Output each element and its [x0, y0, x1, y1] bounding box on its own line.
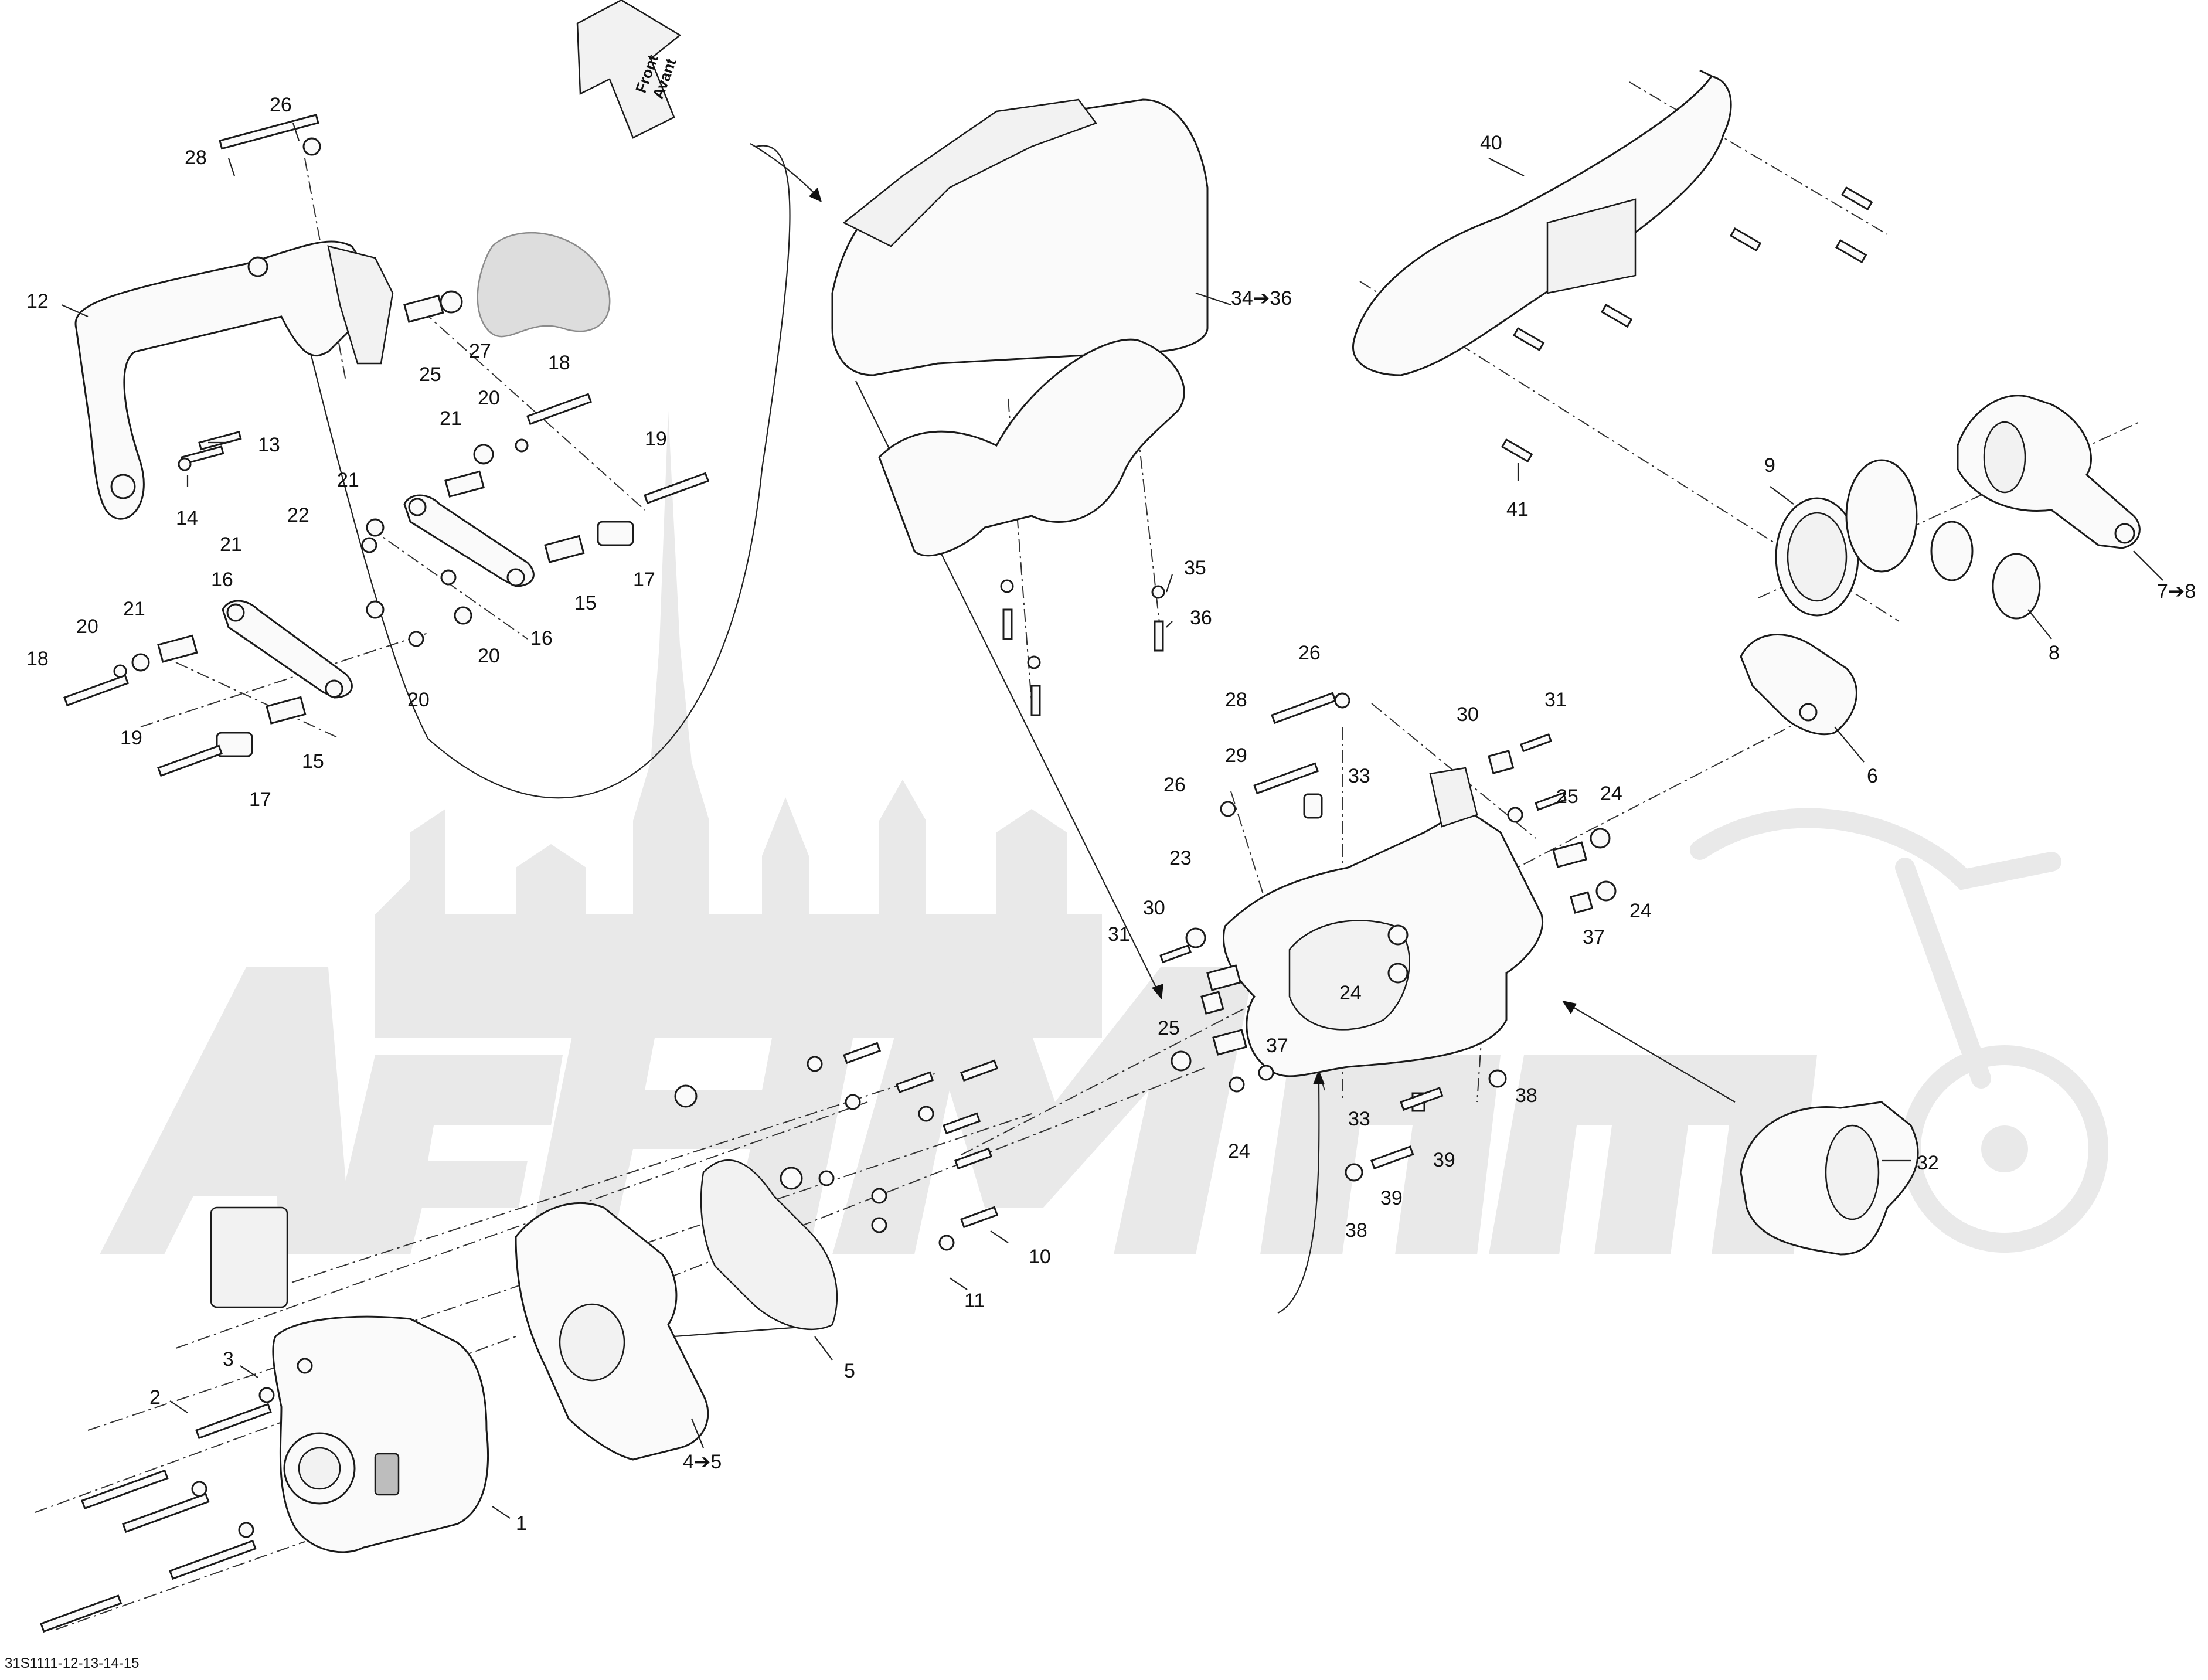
callout-36: 36 — [1190, 607, 1212, 629]
callout-15b: 15 — [302, 750, 324, 773]
callout-31b: 31 — [1108, 923, 1130, 946]
o-ring-part — [1845, 459, 1918, 573]
callout-23: 23 — [1169, 847, 1192, 869]
callout-24a: 24 — [1600, 783, 1622, 805]
callout-15a: 15 — [574, 592, 597, 614]
callout-32: 32 — [1917, 1152, 1939, 1174]
callout-28b: 28 — [1225, 689, 1247, 711]
callout-21b: 21 — [337, 469, 359, 491]
callout-30a: 30 — [1457, 703, 1479, 726]
hardware-left — [63, 114, 710, 777]
ring-part-9 — [1775, 497, 1859, 617]
callout-7: 7➔8 — [2157, 580, 2196, 603]
callout-9: 9 — [1764, 454, 1775, 477]
callout-17a: 17 — [633, 569, 655, 591]
callout-24b: 24 — [1629, 900, 1652, 922]
housing-part-4 — [515, 1202, 709, 1461]
callout-37b: 37 — [1266, 1035, 1288, 1057]
callout-28a: 28 — [185, 147, 207, 169]
handle-bracket-part-12 — [74, 240, 394, 520]
callout-26c: 26 — [1163, 774, 1186, 796]
callout-8: 8 — [2049, 642, 2060, 664]
heat-shield-upper-part-34 — [831, 98, 1209, 376]
mounting-frame-part-23 — [1222, 767, 1543, 1077]
callout-13: 13 — [258, 434, 280, 456]
callout-20b: 20 — [478, 645, 500, 667]
callout-20c: 20 — [407, 689, 430, 711]
link-arm-lower-part-16 — [222, 600, 353, 699]
callout-10: 10 — [1029, 1246, 1051, 1268]
callout-27: 27 — [469, 340, 491, 362]
heat-shield-lower-part-34 — [878, 338, 1185, 557]
chain-guide-part — [477, 232, 611, 338]
callout-5: 5 — [844, 1360, 855, 1382]
callout-17b: 17 — [249, 788, 271, 811]
diagram-reference-code: 31S1111-12-13-14-15 — [5, 1655, 140, 1671]
callout-16a: 16 — [530, 627, 553, 649]
callout-21c: 21 — [220, 533, 242, 556]
callout-26b: 26 — [1298, 642, 1321, 664]
callout-6: 6 — [1867, 765, 1878, 787]
callout-25c: 25 — [1158, 1017, 1180, 1039]
callout-38a: 38 — [1515, 1084, 1537, 1107]
hardware-center — [1159, 692, 1617, 1182]
callout-14: 14 — [176, 507, 198, 529]
callout-24c: 24 — [1339, 982, 1362, 1004]
housing-part-7 — [1957, 395, 2141, 549]
hardware-right-top — [1501, 186, 1873, 463]
watermark-logo — [100, 410, 2108, 1254]
callout-3: 3 — [223, 1348, 234, 1370]
callout-leaders — [61, 123, 2163, 1519]
callout-19a: 19 — [645, 428, 667, 450]
hardware-center-top — [1000, 579, 1165, 716]
callout-2: 2 — [149, 1386, 161, 1409]
front-arrow — [576, 0, 682, 139]
callout-25b: 25 — [1556, 785, 1578, 808]
callout-26a: 26 — [270, 94, 292, 116]
callout-18a: 18 — [548, 352, 570, 374]
callout-30b: 30 — [1143, 897, 1165, 919]
callout-35: 35 — [1184, 557, 1206, 579]
callout-24d: 24 — [1228, 1140, 1250, 1162]
callout-1: 1 — [516, 1512, 527, 1535]
hardware-bottom-center — [807, 1042, 999, 1251]
callout-20d: 20 — [76, 615, 98, 638]
callout-18b: 18 — [26, 648, 49, 670]
callout-25a: 25 — [419, 363, 441, 386]
callout-37a: 37 — [1583, 926, 1605, 948]
callout-29: 29 — [1225, 744, 1247, 767]
hardware-bottom-left — [40, 1358, 313, 1633]
callout-20a: 20 — [478, 387, 500, 409]
gasket-part-5 — [674, 1084, 838, 1330]
seal-parts-8 — [1930, 521, 2041, 620]
callout-21a: 21 — [440, 407, 462, 430]
callout-11: 11 — [964, 1290, 985, 1312]
gearbox-part-1 — [210, 1206, 489, 1553]
cover-part-40 — [1352, 69, 1732, 376]
callout-39a: 39 — [1433, 1149, 1455, 1171]
cover-part-6 — [1740, 634, 1857, 736]
callout-16b: 16 — [211, 569, 233, 591]
callout-19b: 19 — [120, 727, 142, 749]
callout-34: 34➔36 — [1231, 287, 1292, 310]
callout-40: 40 — [1480, 132, 1502, 154]
callout-31a: 31 — [1544, 689, 1567, 711]
callout-22: 22 — [287, 504, 309, 526]
callout-12: 12 — [26, 290, 49, 312]
callout-33b: 33 — [1348, 1108, 1370, 1130]
callout-38b: 38 — [1345, 1219, 1367, 1242]
clamp-housing-part-32 — [1740, 1101, 1919, 1256]
callout-39b: 39 — [1380, 1187, 1403, 1209]
callout-21d: 21 — [123, 598, 145, 620]
link-arm-upper-part-16 — [403, 494, 535, 587]
callout-33a: 33 — [1348, 765, 1370, 787]
callout-4: 4➔5 — [683, 1451, 722, 1473]
callout-labels: 1 2 3 4➔5 5 6 7➔8 8 9 10 11 12 13 14 15 … — [26, 94, 2196, 1535]
callout-41: 41 — [1506, 498, 1529, 521]
